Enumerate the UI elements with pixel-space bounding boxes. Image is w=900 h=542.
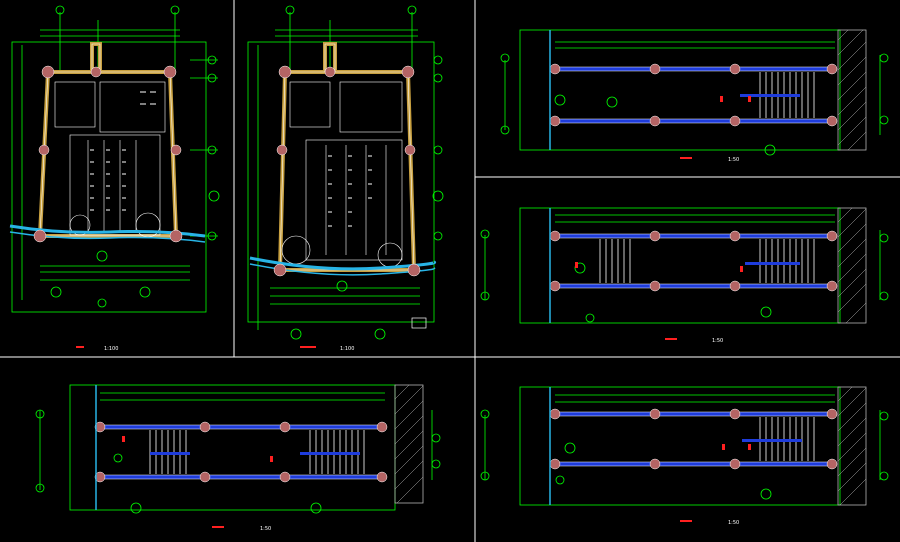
section-4-scale-label: 1:50 — [260, 526, 271, 532]
section-3-scale-label: 1:50 — [728, 520, 739, 526]
plan-1-scale-label: 1:100 — [104, 346, 118, 352]
stair-section-4: 1:50 — [35, 384, 441, 532]
plan-2-scale-label: 1:100 — [340, 346, 354, 352]
stair-section-3: 1:50 — [480, 386, 889, 526]
floor-plan-2: 1:100 — [247, 5, 444, 352]
stair-section-1: 1:50 — [500, 29, 889, 163]
stair-section-2: 1:50 — [480, 207, 889, 344]
section-1-scale-label: 1:50 — [728, 157, 739, 163]
section-2-scale-label: 1:50 — [712, 338, 723, 344]
floor-plan-1: 1:100 — [9, 5, 220, 352]
